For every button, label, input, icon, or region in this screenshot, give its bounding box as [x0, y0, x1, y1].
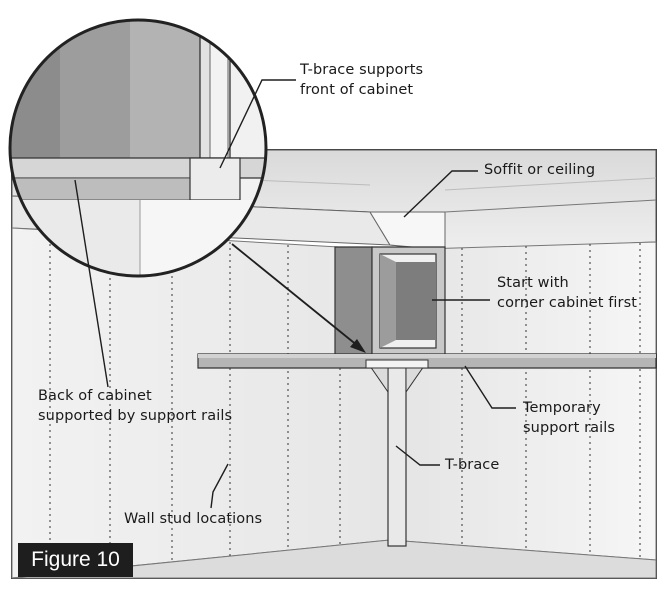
leader-lines — [74, 79, 516, 509]
magnified-inset — [8, 18, 268, 278]
label-tbrace-supports-line2: front of cabinet — [300, 82, 414, 98]
label-tbrace: T-brace — [445, 457, 500, 473]
label-temporary-rails-line1: Temporary — [523, 400, 601, 416]
leader-temporary-rails — [464, 365, 516, 409]
magnifier-pointer-arrow — [231, 243, 366, 353]
label-temporary-rails-line2: support rails — [523, 420, 616, 436]
label-start-corner-line1: Start with — [497, 275, 569, 291]
label-start-corner: Start with corner cabinet first — [497, 273, 637, 313]
leader-wall-studs — [210, 463, 229, 509]
leader-tbrace — [395, 445, 440, 466]
label-back-of-cabinet: Back of cabinet supported by support rai… — [38, 386, 232, 426]
label-back-of-cabinet-line1: Back of cabinet — [38, 388, 152, 404]
label-back-of-cabinet-line2: supported by support rails — [38, 408, 233, 424]
label-tbrace-supports-line1: T-brace supports — [300, 62, 424, 78]
t-brace — [365, 359, 429, 547]
label-soffit: Soffit or ceiling — [484, 162, 596, 178]
label-wall-studs: Wall stud locations — [124, 511, 263, 527]
leader-soffit — [403, 170, 478, 218]
figure-label-badge: Figure 10 — [18, 543, 133, 577]
leader-tbrace-supports — [219, 79, 296, 169]
label-start-corner-line2: corner cabinet first — [497, 295, 638, 311]
corner-cabinet — [334, 246, 446, 367]
leader-back-of-cabinet — [74, 179, 109, 388]
label-tbrace-supports: T-brace supports front of cabinet — [300, 60, 423, 100]
label-temporary-rails: Temporary support rails — [523, 398, 615, 438]
